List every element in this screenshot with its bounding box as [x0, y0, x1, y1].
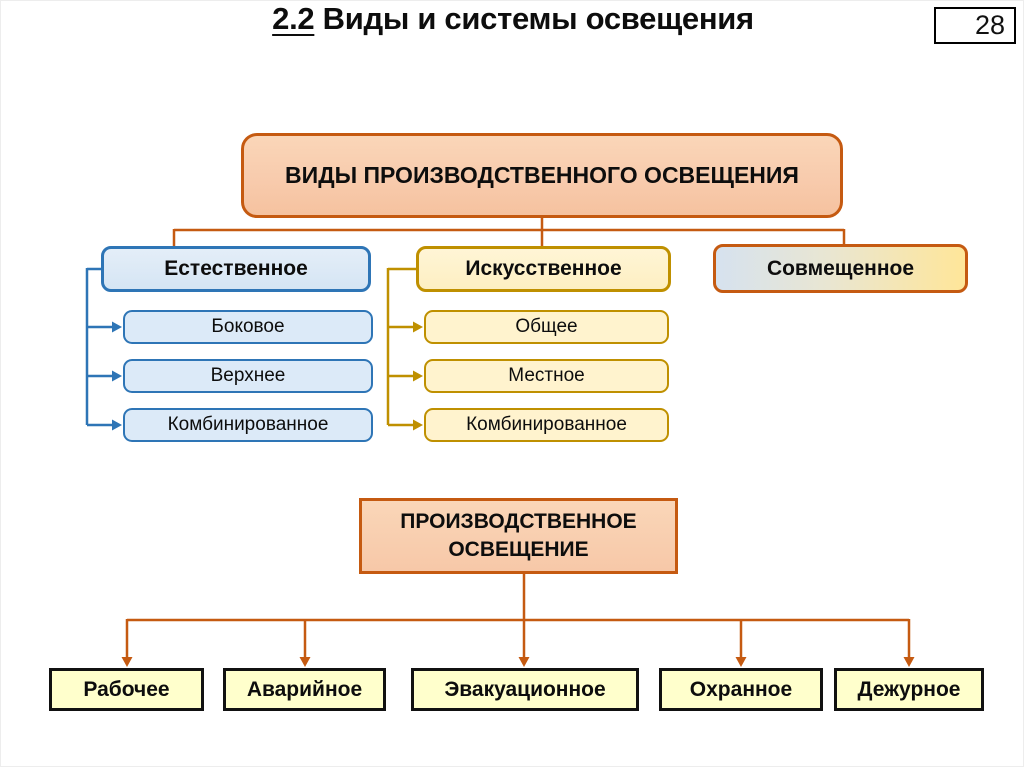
natural-sub-box-top: Верхнее	[123, 359, 373, 393]
slide-title-text: Виды и системы освещения	[314, 1, 754, 36]
arrowhead-systems-2	[299, 657, 311, 667]
connector-artificial-tree	[386, 267, 417, 427]
arrowhead-systems-3	[518, 657, 530, 667]
artificial-sub-box-local: Местное	[424, 359, 669, 393]
slide-title: 2.2 Виды и системы освещения	[1, 1, 1023, 37]
slide-title-section-number: 2.2	[272, 1, 315, 36]
types-root-box: ВИДЫ ПРОИЗВОДСТВЕННОГО ОСВЕЩЕНИЯ	[241, 133, 843, 218]
arrowhead-artificial-1	[413, 321, 423, 333]
systems-leaf-working: Рабочее	[49, 668, 204, 711]
connector-systems-tree	[125, 574, 911, 658]
arrowhead-systems-1	[121, 657, 133, 667]
arrowhead-systems-4	[735, 657, 747, 667]
systems-leaf-standby: Дежурное	[834, 668, 984, 711]
connector-types-tree	[172, 218, 846, 247]
arrowhead-natural-2	[112, 370, 122, 382]
artificial-header-box: Искусственное	[416, 246, 671, 292]
arrowhead-artificial-2	[413, 370, 423, 382]
arrowhead-artificial-3	[413, 419, 423, 431]
artificial-sub-box-combined: Комбинированное	[424, 408, 669, 442]
natural-sub-box-side: Боковое	[123, 310, 373, 344]
artificial-sub-box-general: Общее	[424, 310, 669, 344]
combined-header-box: Совмещенное	[713, 244, 968, 293]
page-number-box: 28	[934, 7, 1016, 44]
page-number-value: 28	[974, 10, 1005, 40]
arrowhead-natural-1	[112, 321, 122, 333]
systems-leaf-emergency: Аварийное	[223, 668, 386, 711]
natural-sub-box-combined: Комбинированное	[123, 408, 373, 442]
systems-leaf-evacuation: Эвакуационное	[411, 668, 639, 711]
systems-leaf-security: Охранное	[659, 668, 823, 711]
arrowhead-systems-5	[903, 657, 915, 667]
arrowhead-natural-3	[112, 419, 122, 431]
natural-header-box: Естественное	[101, 246, 371, 292]
systems-root-box: ПРОИЗВОДСТВЕННОЕ ОСВЕЩЕНИЕ	[359, 498, 678, 574]
